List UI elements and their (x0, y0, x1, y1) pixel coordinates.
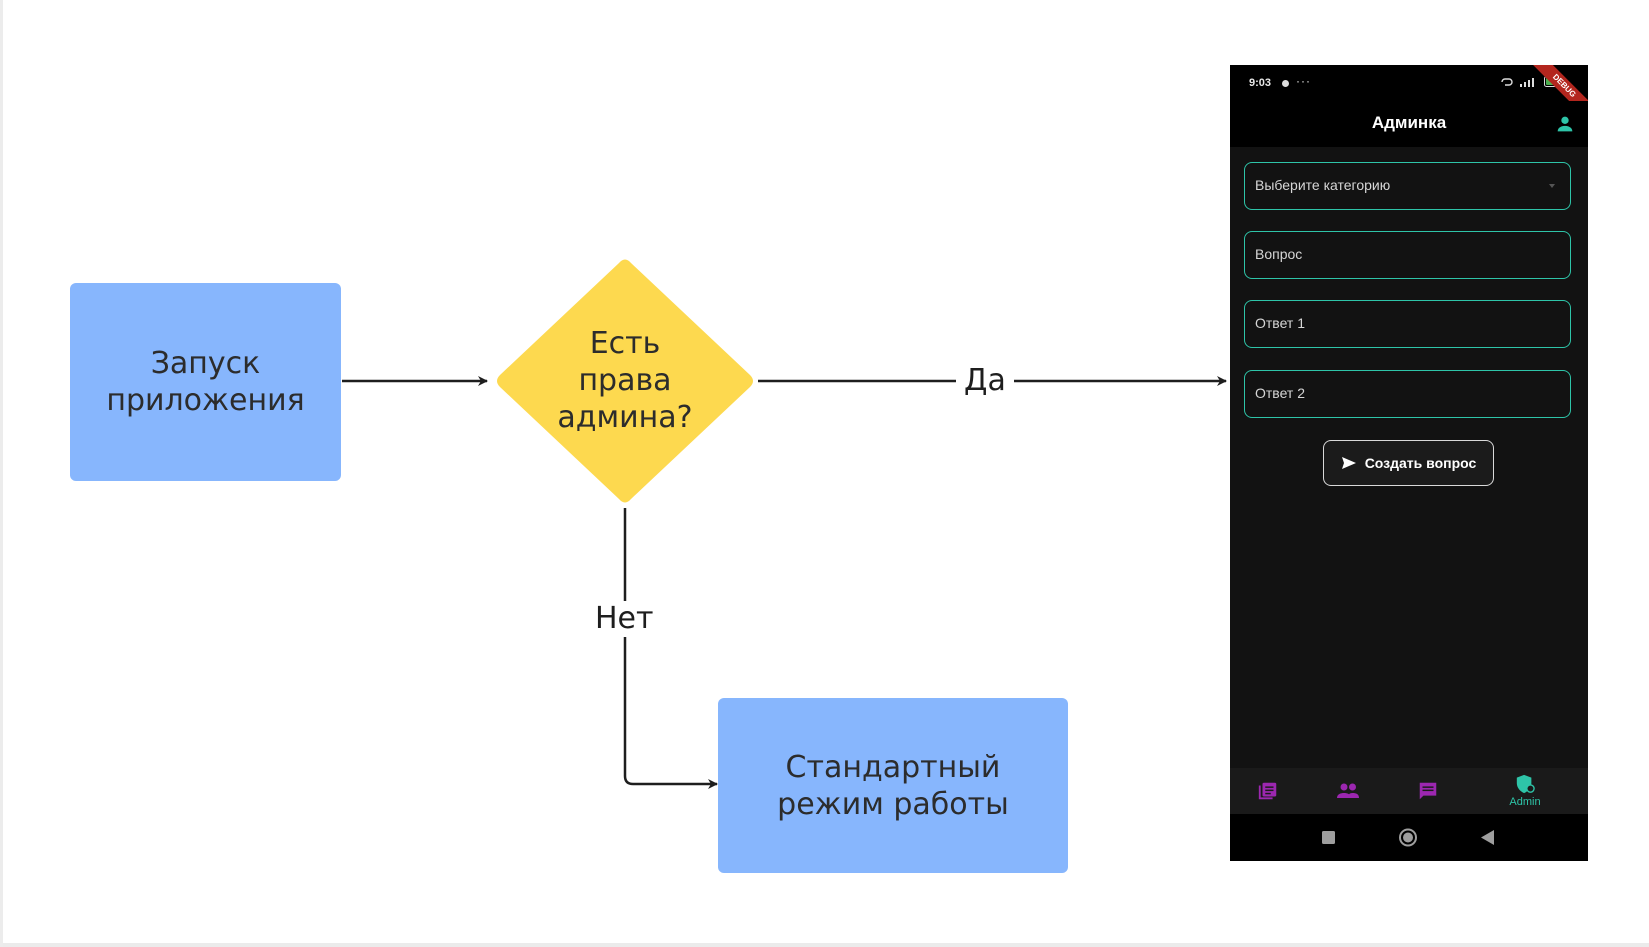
category-dropdown[interactable]: Выберите категорию (1244, 162, 1571, 210)
create-question-label: Создать вопрос (1364, 455, 1477, 471)
standard-mode-label: Стандартный режим работы (777, 749, 1009, 822)
page-edge (0, 0, 3, 947)
create-question-button[interactable]: Создать вопрос (1323, 440, 1494, 486)
phone-screen: 9:03 ··· DEBUG Админка (1230, 65, 1588, 861)
app-bar: Админка (1230, 101, 1588, 147)
answer1-input-placeholder: Ответ 1 (1255, 315, 1305, 331)
home-button-icon (1399, 828, 1417, 847)
chat-icon (1419, 782, 1437, 800)
bottom-nav: Admin (1230, 768, 1588, 814)
library-books-icon (1258, 782, 1277, 800)
nav-item-admin[interactable]: Admin (1495, 768, 1555, 814)
status-time: 9:03 (1249, 77, 1272, 89)
system-nav-buttons (1322, 828, 1494, 847)
edge-yes-label: Да (956, 363, 1014, 399)
nav-item-chat[interactable] (1398, 768, 1458, 814)
answer1-input[interactable]: Ответ 1 (1244, 300, 1571, 348)
decision-node-shape (497, 259, 753, 503)
start-node: Запуск приложения (70, 283, 341, 481)
status-more: ··· (1296, 74, 1311, 88)
question-input[interactable]: Вопрос (1244, 231, 1571, 279)
people-icon (1337, 783, 1359, 798)
answer2-input-placeholder: Ответ 2 (1255, 385, 1305, 401)
nav-item-library[interactable] (1238, 768, 1298, 814)
decision-node-label: Есть права админа? (557, 326, 693, 435)
diagram-canvas: Запуск приложения Есть права админа? Да … (3, 0, 1649, 947)
category-dropdown-placeholder: Выберите категорию (1255, 177, 1391, 193)
edge-no-label: Нет (587, 601, 662, 637)
edge-no (623, 508, 718, 789)
question-input-placeholder: Вопрос (1255, 246, 1303, 262)
standard-mode-node: Стандартный режим работы (718, 698, 1068, 873)
notification-dot-icon (1282, 80, 1289, 87)
status-bar: 9:03 ··· DEBUG (1230, 65, 1588, 124)
signal-icon (1520, 77, 1534, 87)
nav-admin-label: Admin (1509, 796, 1541, 808)
chevron-down-icon (1549, 184, 1555, 188)
edges-layer (342, 259, 1227, 789)
link-icon (1501, 77, 1513, 86)
nav-item-people[interactable] (1318, 768, 1378, 814)
back-button-icon (1481, 830, 1494, 845)
person-icon[interactable] (1554, 113, 1576, 135)
system-nav-bar (1230, 814, 1588, 861)
admin-shield-icon (1516, 774, 1535, 794)
recents-button-icon (1322, 831, 1335, 844)
start-node-label: Запуск приложения (106, 346, 305, 418)
answer2-input[interactable]: Ответ 2 (1244, 370, 1571, 418)
app-title: Админка (1371, 113, 1447, 132)
send-icon (1341, 457, 1356, 469)
